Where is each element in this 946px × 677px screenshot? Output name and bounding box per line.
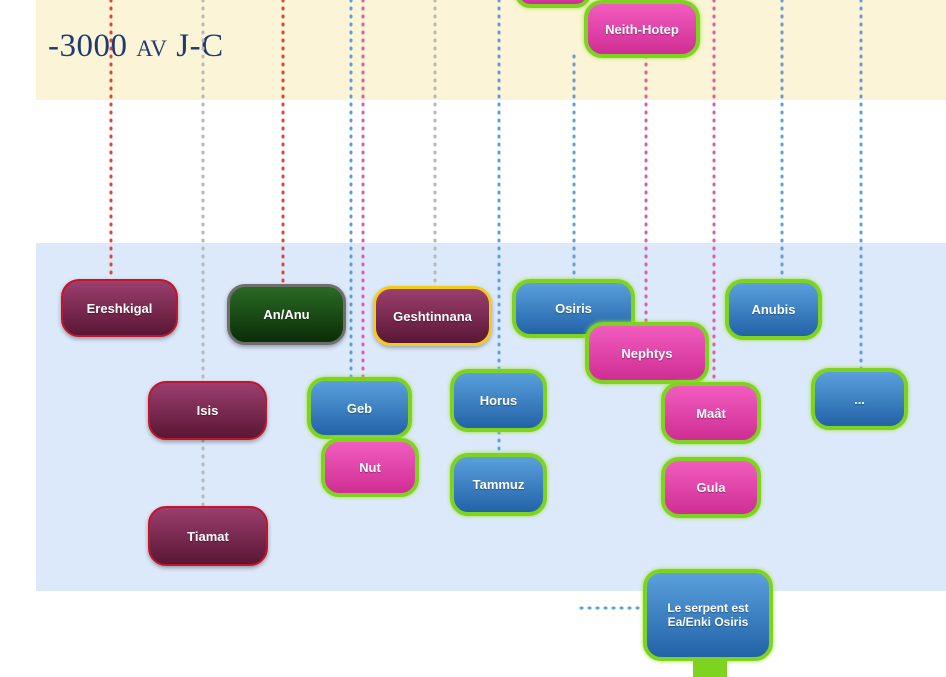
node-nephtys[interactable]: Nephtys [585,322,709,384]
node-label: Maât [696,405,726,421]
node-an-anu[interactable]: An/Anu [227,284,346,345]
node-maat[interactable]: Maât [661,382,761,444]
node-nut[interactable]: Nut [321,438,419,497]
node-horus[interactable]: Horus [450,369,547,432]
node-osiris[interactable]: Osiris [512,279,635,338]
node-geshtinnana[interactable]: Geshtinnana [373,286,492,346]
node-label: An/Anu [263,307,310,322]
node-label: ... [854,391,865,407]
node-label: Le serpent est Ea/Enki Osiris [667,601,749,629]
node-geb[interactable]: Geb [307,377,412,439]
era-band [36,0,946,100]
node-label: Geb [346,400,373,416]
node-label: Tiamat [187,528,229,544]
node-neith-hotep[interactable]: Neith-Hotep [584,0,700,58]
node-label: Ereshkigal [86,300,153,316]
node-label: Nut [359,460,381,475]
node-tammuz[interactable]: Tammuz [450,453,547,516]
node-label: Horus [479,393,518,408]
node-tiamat[interactable]: Tiamat [148,506,268,566]
node-label: Anubis [751,302,796,317]
node-label: Isis [196,403,219,418]
node-gula[interactable]: Gula [661,457,761,518]
node-isis[interactable]: Isis [148,381,267,440]
node-more[interactable]: ... [811,368,908,430]
serpent-stem [693,659,727,677]
node-label: Geshtinnana [393,308,472,324]
era-title: -3000 av J-C [48,28,224,64]
node-label: Osiris [555,301,592,316]
node-label: Neith-Hotep [605,21,679,37]
node-label: Tammuz [472,477,525,492]
partial-node-top [515,0,591,8]
node-ereshkigal[interactable]: Ereshkigal [61,279,178,337]
node-label: Gula [696,480,726,495]
node-label: Nephtys [621,345,673,361]
node-anubis[interactable]: Anubis [725,279,822,340]
node-serpent[interactable]: Le serpent est Ea/Enki Osiris [643,569,773,661]
